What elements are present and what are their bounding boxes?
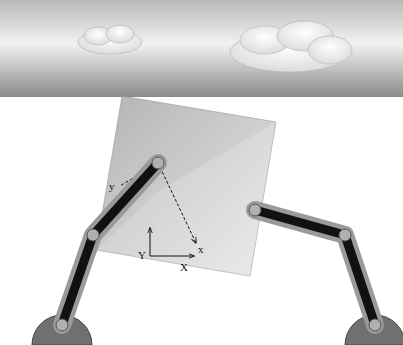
sky-band bbox=[0, 0, 403, 97]
world-axis bbox=[150, 256, 194, 257]
robot-arm bbox=[62, 163, 158, 325]
world-axis-label: Y bbox=[138, 250, 146, 261]
dashed-axis bbox=[158, 163, 196, 243]
frame-axis-label: y bbox=[109, 181, 115, 192]
plate bbox=[96, 96, 276, 276]
cloud bbox=[230, 21, 352, 72]
frame-axis-label: x bbox=[198, 244, 204, 255]
robot-base bbox=[345, 315, 403, 345]
robot-base bbox=[32, 315, 92, 345]
cloud bbox=[78, 25, 142, 54]
world-axis-label: X bbox=[180, 262, 188, 273]
robot-arm bbox=[255, 210, 375, 325]
joint bbox=[56, 157, 381, 331]
world-axis bbox=[150, 228, 151, 256]
